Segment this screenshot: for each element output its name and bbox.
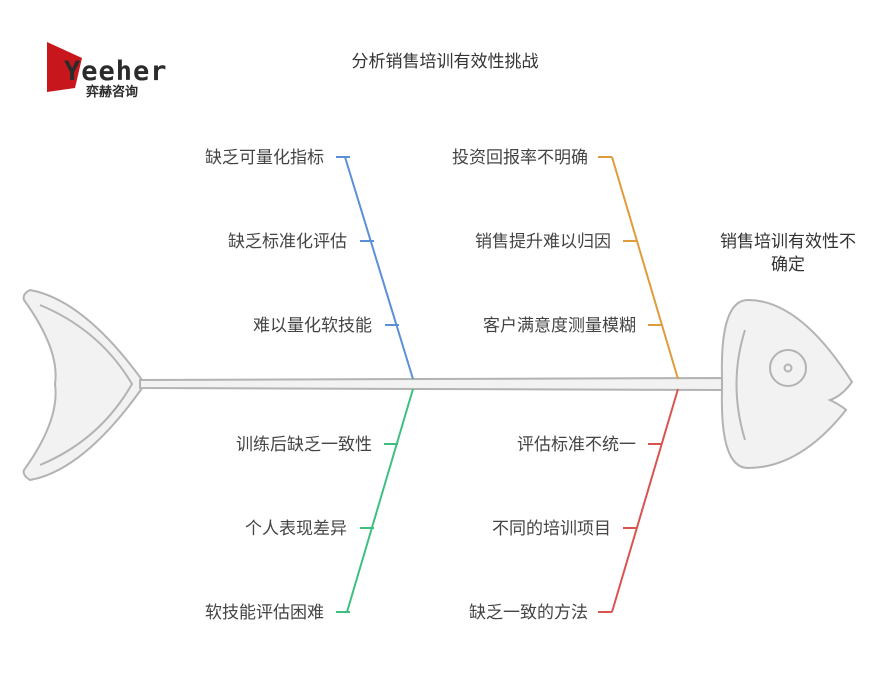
branch-bone <box>346 388 414 613</box>
branch-methods: 评估标准不统一 不同的培训项目 缺乏一致的方法 <box>469 388 679 623</box>
branch-bone <box>611 156 679 380</box>
cause-label: 难以量化软技能 <box>253 316 372 336</box>
cause-label: 缺乏标准化评估 <box>228 232 347 252</box>
fish-tail <box>22 288 147 482</box>
fish-spine <box>139 376 723 392</box>
diagram-title: 分析销售培训有效性挑战 <box>352 52 539 72</box>
cause-label: 销售提升难以归因 <box>475 232 611 252</box>
branch-consistency: 训练后缺乏一致性 个人表现差异 软技能评估困难 <box>205 388 414 623</box>
fish-eye-pupil <box>783 363 793 373</box>
cause-label: 投资回报率不明确 <box>452 148 588 168</box>
cause-label: 客户满意度测量模糊 <box>483 316 636 336</box>
effect-label-line-2: 确定 <box>771 255 805 275</box>
cause-label: 训练后缺乏一致性 <box>236 435 372 455</box>
brand-logo: Yeeher 弈赫咨询 <box>47 42 168 100</box>
logo-brand-cn-text: 弈赫咨询 <box>86 84 138 100</box>
cause-label: 缺乏一致的方法 <box>469 603 588 623</box>
fish-gill <box>735 329 746 441</box>
cause-label: 评估标准不统一 <box>517 435 636 455</box>
logo-brand-text: Yeeher <box>64 56 168 87</box>
branch-bone <box>344 156 414 380</box>
cause-label: 缺乏可量化指标 <box>205 148 324 168</box>
fish-eye <box>769 349 807 387</box>
branch-measurement: 缺乏可量化指标 缺乏标准化评估 难以量化软技能 <box>205 148 414 380</box>
branch-bone <box>611 388 679 613</box>
fish-tail-inner <box>39 304 134 466</box>
logo-play-shape <box>47 42 82 92</box>
cause-label: 软技能评估困难 <box>205 603 324 623</box>
effect-label-line-1: 销售培训有效性不 <box>720 232 856 252</box>
cause-label: 不同的培训项目 <box>492 519 611 539</box>
branch-roi: 投资回报率不明确 销售提升难以归因 客户满意度测量模糊 <box>452 148 679 380</box>
cause-label: 个人表现差异 <box>245 519 347 539</box>
